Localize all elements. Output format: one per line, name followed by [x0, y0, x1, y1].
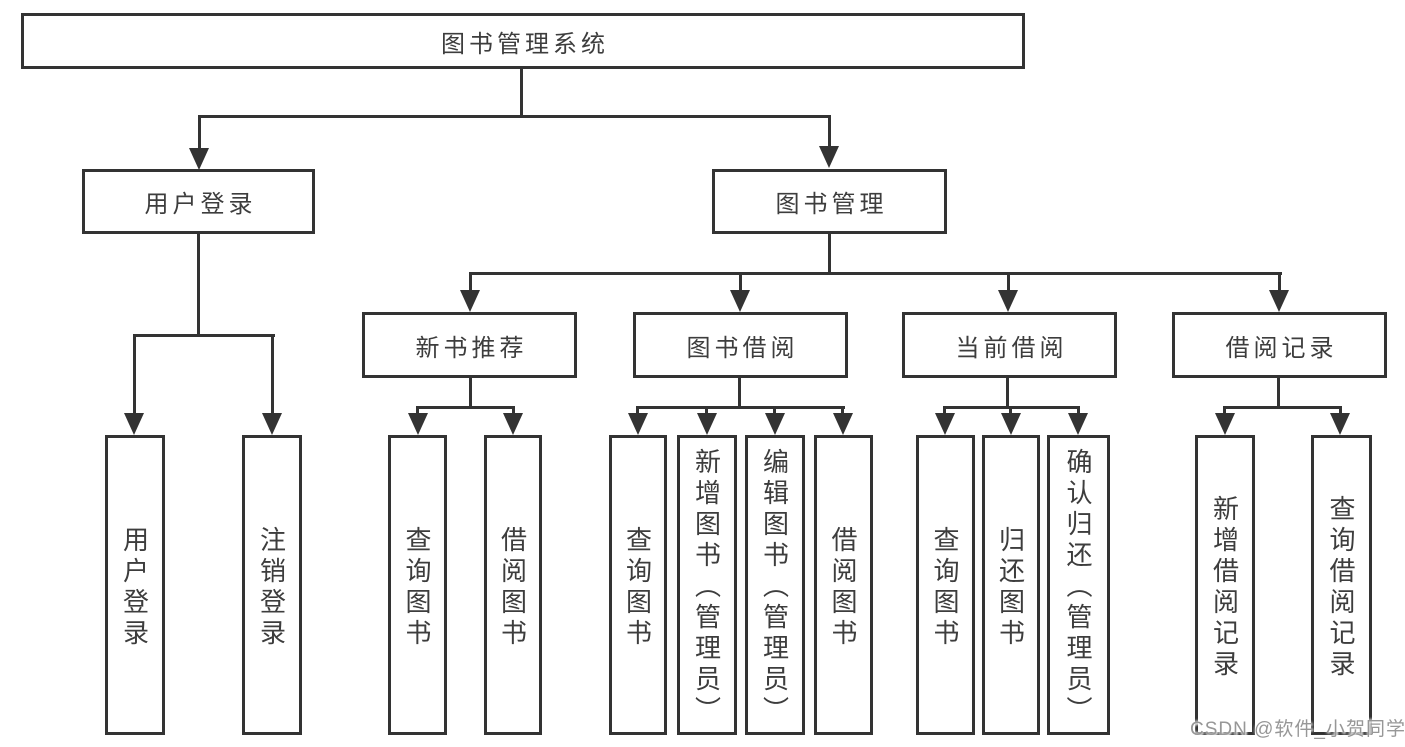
connector-user-login-split [133, 334, 275, 337]
arrowhead-user-login [189, 148, 209, 170]
leaf-cb-confirm-return-admin: 确认归还（管理员） [1047, 435, 1110, 735]
connector-to-borrowing-records [1278, 272, 1281, 292]
arrowhead-book-management [819, 146, 839, 168]
node-new-book-recommend: 新书推荐 [362, 312, 577, 378]
connector-cb-stub-1 [943, 406, 946, 415]
leaf-logout: 注销登录 [242, 435, 302, 735]
node-book-borrowing: 图书借阅 [633, 312, 848, 378]
connector-nb-split [416, 406, 515, 409]
arrowhead-current-borrowing [998, 290, 1018, 312]
connector-book-management-drop [828, 234, 831, 275]
arrowhead-nb-query [408, 413, 428, 435]
arrowhead-br-add [1215, 413, 1235, 435]
leaf-br-query-record: 查询借阅记录 [1311, 435, 1372, 735]
arrowhead-bb-borrow [833, 413, 853, 435]
connector-bb-stub-3 [773, 406, 776, 415]
arrowhead-br-query [1330, 413, 1350, 435]
node-book-management: 图书管理 [712, 169, 947, 234]
connector-to-new-book-recommend [469, 272, 472, 292]
connector-nb-drop [469, 378, 472, 409]
csdn-watermark: CSDN @软件_小贺同学 [1190, 719, 1405, 740]
connector-br-drop [1277, 378, 1280, 409]
node-user-login: 用户登录 [82, 169, 315, 234]
connector-to-book-management [828, 115, 831, 148]
leaf-bb-borrow-books: 借阅图书 [814, 435, 873, 735]
arrowhead-new-book-recommend [460, 290, 480, 312]
leaf-bb-query-books: 查询图书 [609, 435, 667, 735]
leaf-user-login: 用户登录 [105, 435, 165, 735]
connector-to-leaf-login [133, 334, 136, 415]
node-library-management-system: 图书管理系统 [21, 13, 1025, 69]
connector-to-leaf-logout [271, 334, 274, 415]
arrowhead-cb-return [1001, 413, 1021, 435]
arrowhead-leaf-logout [262, 413, 282, 435]
connector-to-current-borrowing [1007, 272, 1010, 292]
connector-bb-stub-2 [705, 406, 708, 415]
arrowhead-bb-edit [765, 413, 785, 435]
connector-root-drop [520, 69, 523, 118]
arrowhead-bb-query [628, 413, 648, 435]
arrowhead-leaf-login [124, 413, 144, 435]
arrowhead-nb-borrow [503, 413, 523, 435]
leaf-bb-add-books-admin: 新增图书（管理员） [677, 435, 737, 735]
arrowhead-book-borrowing [730, 290, 750, 312]
connector-user-login-drop [197, 234, 200, 337]
connector-bb-drop [738, 378, 741, 409]
node-borrowing-records: 借阅记录 [1172, 312, 1387, 378]
connector-to-book-borrowing [739, 272, 742, 292]
arrowhead-bb-add [697, 413, 717, 435]
connector-cb-stub-3 [1077, 406, 1080, 415]
leaf-nb-query-books: 查询图书 [388, 435, 447, 735]
connector-bb-stub-1 [636, 406, 639, 415]
connector-nb-stub-2 [512, 406, 515, 415]
connector-bb-split [636, 406, 845, 409]
connector-br-stub-2 [1339, 406, 1342, 415]
arrowhead-cb-confirm [1068, 413, 1088, 435]
connector-cb-stub-2 [1009, 406, 1012, 415]
leaf-cb-return-books: 归还图书 [982, 435, 1040, 735]
arrowhead-borrowing-records [1269, 290, 1289, 312]
leaf-bb-edit-books-admin: 编辑图书（管理员） [745, 435, 805, 735]
arrowhead-cb-query [935, 413, 955, 435]
connector-book-management-split [469, 272, 1282, 275]
connector-to-user-login [198, 115, 201, 150]
node-current-borrowing: 当前借阅 [902, 312, 1117, 378]
connector-bb-stub-4 [841, 406, 844, 415]
connector-br-stub-1 [1223, 406, 1226, 415]
connector-root-split [198, 115, 831, 118]
leaf-cb-query-books: 查询图书 [916, 435, 975, 735]
leaf-br-add-record: 新增借阅记录 [1195, 435, 1255, 735]
connector-cb-drop [1006, 378, 1009, 409]
connector-br-split [1223, 406, 1342, 409]
connector-nb-stub-1 [416, 406, 419, 415]
leaf-nb-borrow-books: 借阅图书 [484, 435, 542, 735]
